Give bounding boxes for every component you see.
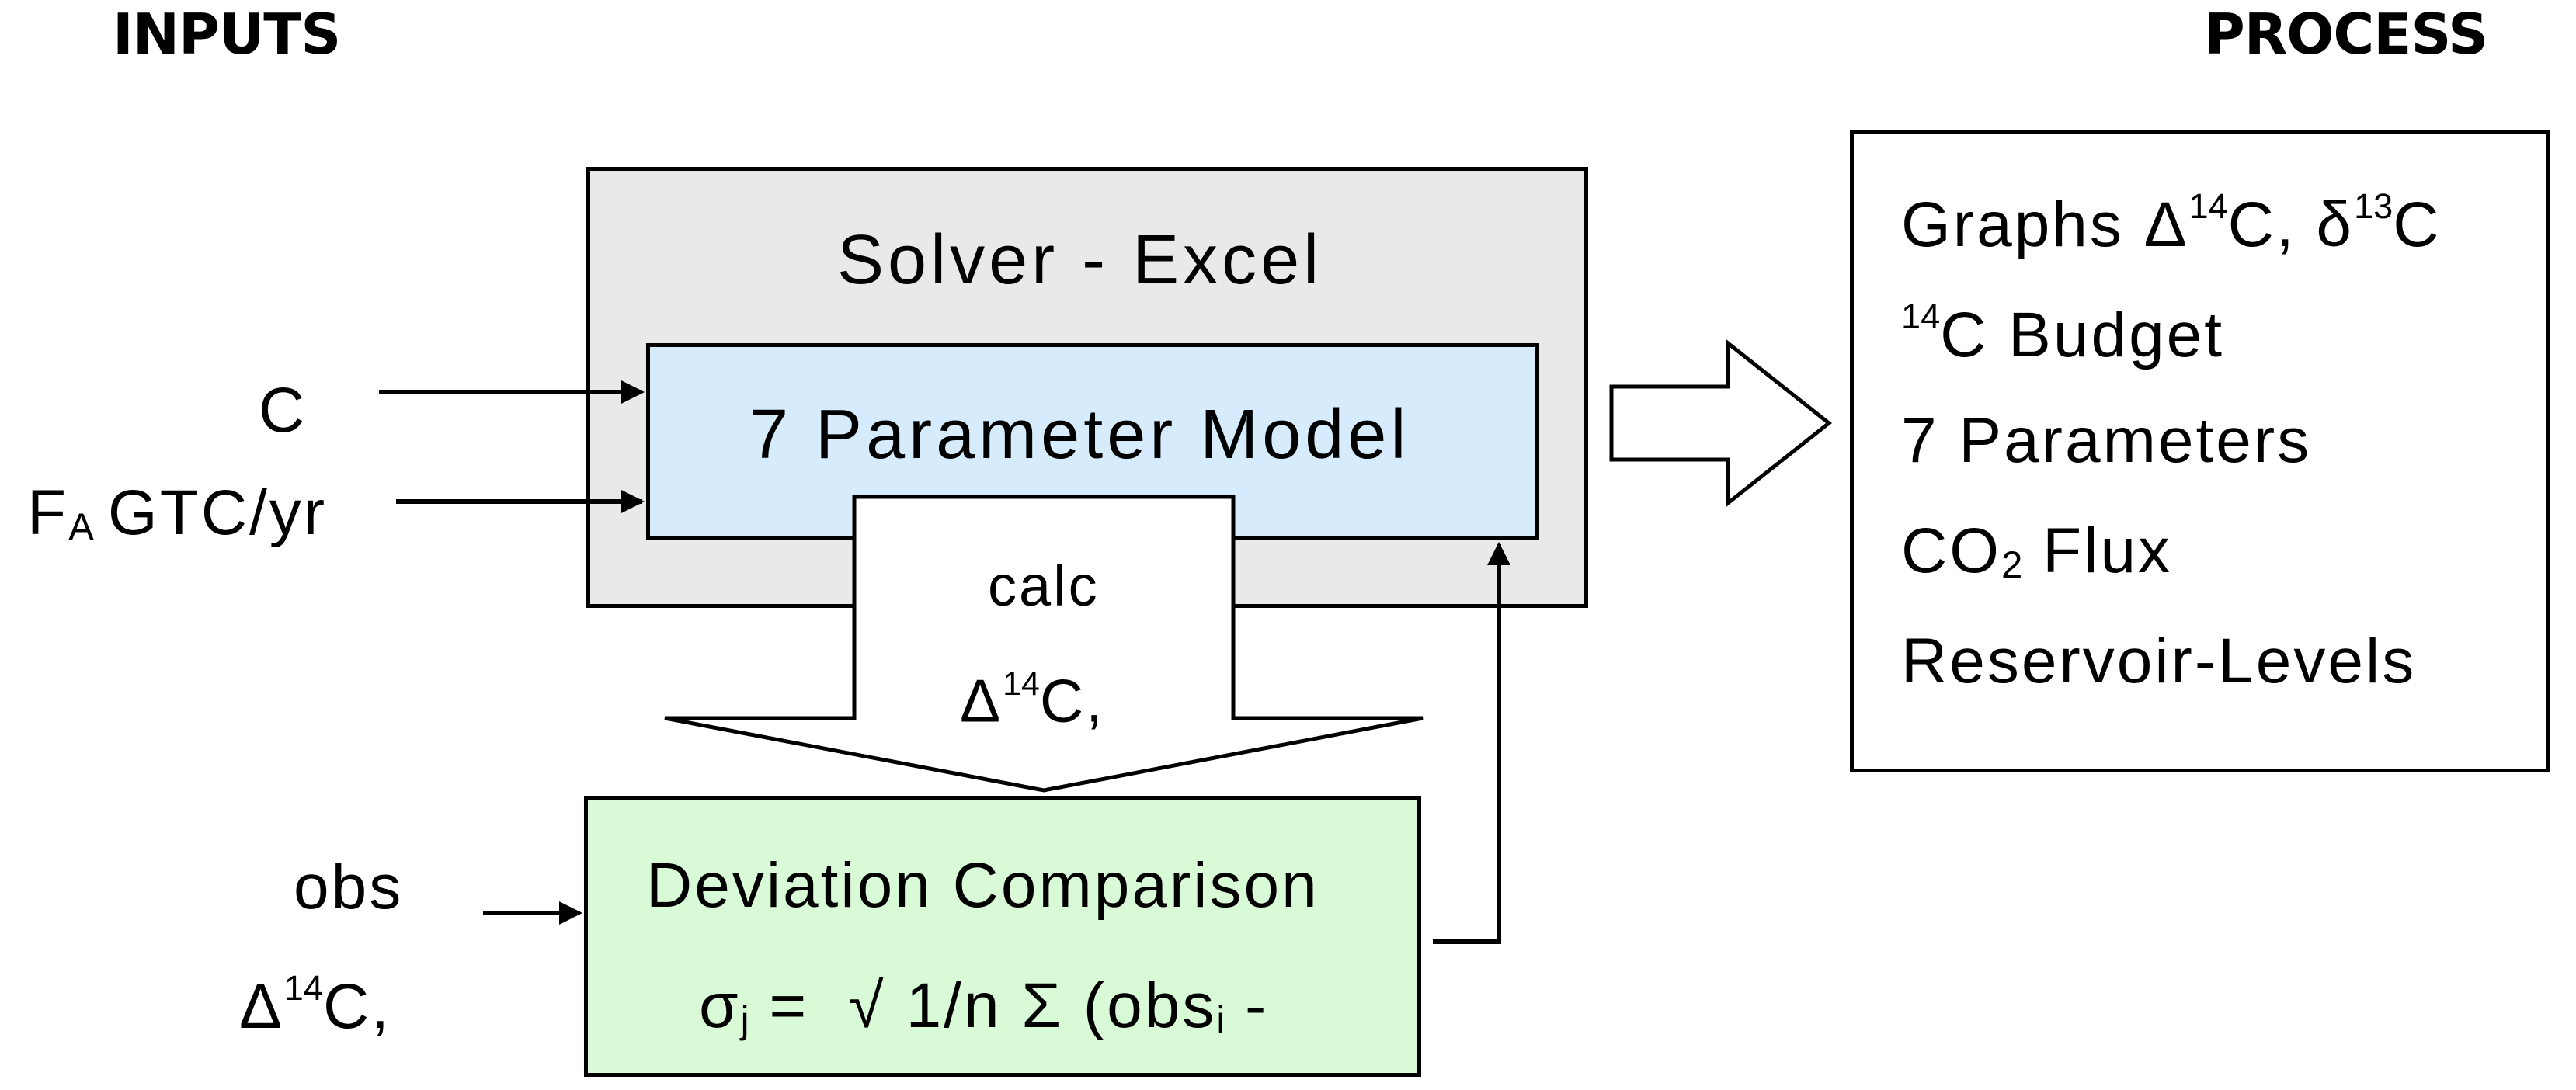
calc-down-arrow xyxy=(664,495,1424,793)
input-obs-delta: Δ14C, xyxy=(239,970,391,1039)
graphs-text-c: C xyxy=(2393,189,2442,261)
model-label: 7 Parameter Model xyxy=(749,396,1410,474)
output-budget: 14C Budget xyxy=(1901,299,2224,367)
output-levels: Reservoir-Levels xyxy=(1901,626,2417,696)
obs-sup-14: 14 xyxy=(283,968,323,1008)
input-c: C xyxy=(259,375,308,446)
flux-text-a: CO xyxy=(1901,515,2001,586)
feedback-arrow xyxy=(1433,542,1510,944)
parameter-model-box xyxy=(646,343,1539,540)
calc-delta: Δ14C, xyxy=(960,668,1105,731)
budget-sup-14: 14 xyxy=(1901,297,1941,336)
fa-main: F xyxy=(27,477,69,548)
deviation-title-text: Deviation Comparison xyxy=(646,850,1319,921)
graphs-text-b: C, δ xyxy=(2227,189,2355,261)
fa-subscript: A xyxy=(68,505,94,549)
deviation-title: Deviation Comparison xyxy=(646,854,1319,918)
solver-title: Solver - Excel xyxy=(837,221,1323,299)
process-header: PROCESS xyxy=(2204,2,2488,67)
formula-main: = √ 1/n Σ (obs xyxy=(749,970,1217,1041)
sigma-subscript: j xyxy=(740,998,749,1042)
inputs-header: INPUTS xyxy=(113,2,341,67)
calc-delta-symbol: Δ xyxy=(960,666,1003,735)
process-output-box xyxy=(1850,130,2550,772)
calc-tail: C, xyxy=(1039,666,1105,735)
fa-unit: GTC/yr xyxy=(107,477,328,548)
deviation-formula: σj = √ 1/n Σ (obsi - xyxy=(699,974,1268,1040)
obs-tail: C, xyxy=(322,971,391,1043)
flux-text-b: Flux xyxy=(2022,515,2173,586)
graphs-sup-13: 13 xyxy=(2354,186,2393,226)
output-parameters: 7 Parameters xyxy=(1901,405,2312,476)
budget-text: C Budget xyxy=(1940,300,2225,371)
calc-label: calc xyxy=(988,554,1100,618)
sigma-symbol: σ xyxy=(699,970,741,1041)
output-block-arrow xyxy=(1609,338,1833,508)
deviation-comparison-box xyxy=(584,796,1421,1077)
graphs-sup-14: 14 xyxy=(2188,186,2228,226)
flux-subscript: 2 xyxy=(2001,543,2023,587)
obs-delta-symbol: Δ xyxy=(239,971,284,1043)
calc-sup-14: 14 xyxy=(1003,665,1040,703)
output-graphs: Graphs Δ14C, δ13C xyxy=(1901,189,2441,257)
graphs-text-a: Graphs Δ xyxy=(1901,189,2189,261)
formula-subscript: i xyxy=(1216,998,1225,1042)
formula-tail: - xyxy=(1225,970,1269,1041)
input-obs: obs xyxy=(294,852,404,922)
output-flux: CO2 Flux xyxy=(1901,519,2172,585)
